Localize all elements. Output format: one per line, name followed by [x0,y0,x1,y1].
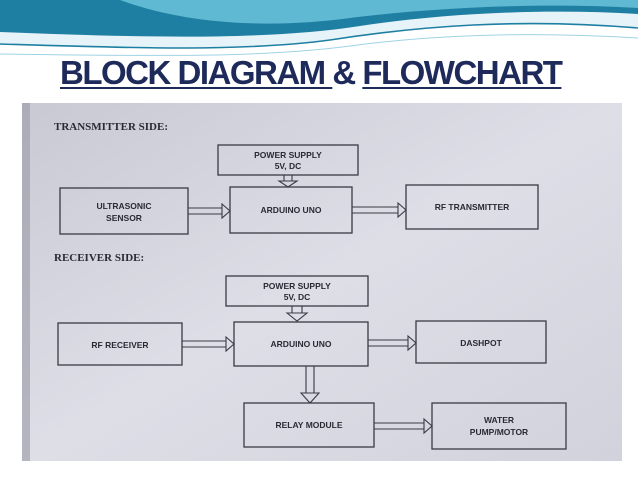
tx-sensor-label-line2: SENSOR [106,213,142,223]
rx-power-label-line2: 5V, DC [284,292,311,302]
receiver-heading: RECEIVER SIDE: [54,252,144,264]
tx-power-label-line2: 5V, DC [275,161,302,171]
tx-power-label-line1: POWER SUPPLY [254,150,322,160]
rx-dashpot-label: DASHPOT [460,338,502,348]
rx-rf-receiver-label: RF RECEIVER [91,340,148,350]
tx-arduino-label: ARDUINO UNO [261,205,322,215]
slide-title: BLOCK DIAGRAM & FLOWCHART [60,54,561,92]
rx-relay-label: RELAY MODULE [275,420,342,430]
block-diagram-photo: TRANSMITTER SIDE: POWER SUPPLY 5V, DC UL… [22,103,622,461]
tx-rf-transmitter-label: RF TRANSMITTER [435,202,510,212]
title-block-diagram: BLOCK DIAGRAM [60,54,332,91]
rx-pump-label-line2: PUMP/MOTOR [470,427,528,437]
title-flowchart: FLOWCHART [362,54,561,91]
title-ampersand: & [332,54,362,91]
rx-pump-label-line1: WATER [484,415,514,425]
transmitter-heading: TRANSMITTER SIDE: [54,121,168,133]
rx-power-label-line1: POWER SUPPLY [263,281,331,291]
rx-arduino-label: ARDUINO UNO [271,339,332,349]
tx-sensor-label-line1: ULTRASONIC [96,201,151,211]
